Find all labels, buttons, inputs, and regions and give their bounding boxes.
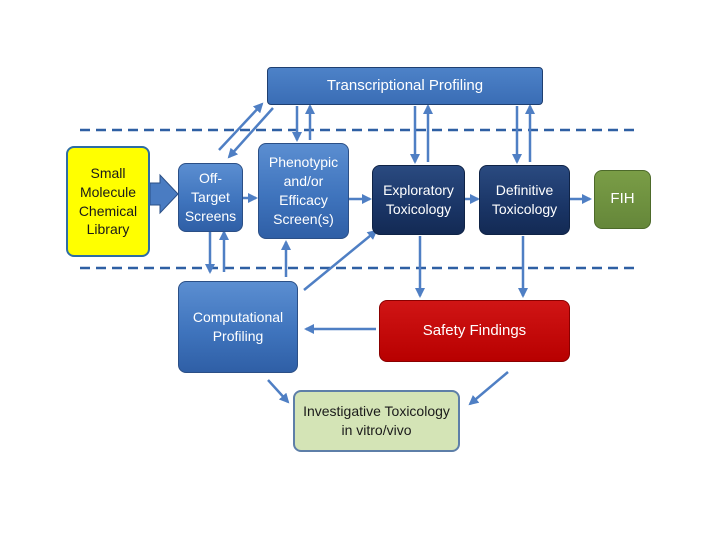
off-target-screens-box: Off- Target Screens [178, 163, 243, 232]
fih-box: FIH [594, 170, 651, 229]
small-molecule-library-box: Small Molecule Chemical Library [66, 146, 150, 257]
arrow-safety-to-investigative [468, 371, 509, 406]
phenotypic-efficacy-screens-box: Phenotypic and/or Efficacy Screen(s) [258, 143, 349, 239]
transcriptional-profiling-box: Transcriptional Profiling [267, 67, 543, 105]
exploratory-toxicology-box: Exploratory Toxicology [372, 165, 465, 235]
safety-findings-box: Safety Findings [379, 300, 570, 362]
arrow-offtarget-to-transcriptional [218, 102, 264, 151]
arrow-computational-to-investigative [267, 379, 290, 404]
arrow-computational-to-exploratory [303, 229, 378, 291]
arrow-transcriptional-to-offtarget [227, 107, 274, 159]
definitive-toxicology-box: Definitive Toxicology [479, 165, 570, 235]
library-to-screens-arrow [149, 173, 179, 215]
computational-profiling-box: Computational Profiling [178, 281, 298, 373]
investigative-toxicology-box: Investigative Toxicology in vitro/vivo [293, 390, 460, 452]
